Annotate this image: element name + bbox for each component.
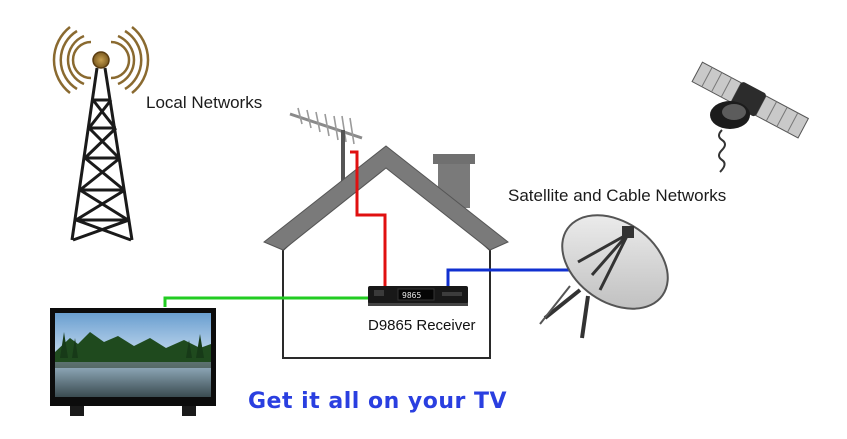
satellite-icon [691, 61, 810, 173]
satellite-dish-icon [539, 214, 669, 339]
television-icon [50, 308, 216, 416]
local-networks-label: Local Networks [146, 93, 262, 112]
broadcast-tower-icon [52, 26, 150, 242]
receiver-box-icon: 9865 [368, 286, 468, 306]
tv-antenna-icon [289, 107, 363, 185]
dish-cable [446, 268, 572, 290]
antenna-cable [350, 150, 387, 290]
tv-cable [163, 296, 368, 307]
satellite-cable-label: Satellite and Cable Networks [508, 186, 726, 205]
receiver-display: 9865 [402, 291, 421, 300]
receiver-label: D9865 Receiver [368, 317, 476, 334]
tagline: Get it all on your TV [248, 389, 507, 414]
